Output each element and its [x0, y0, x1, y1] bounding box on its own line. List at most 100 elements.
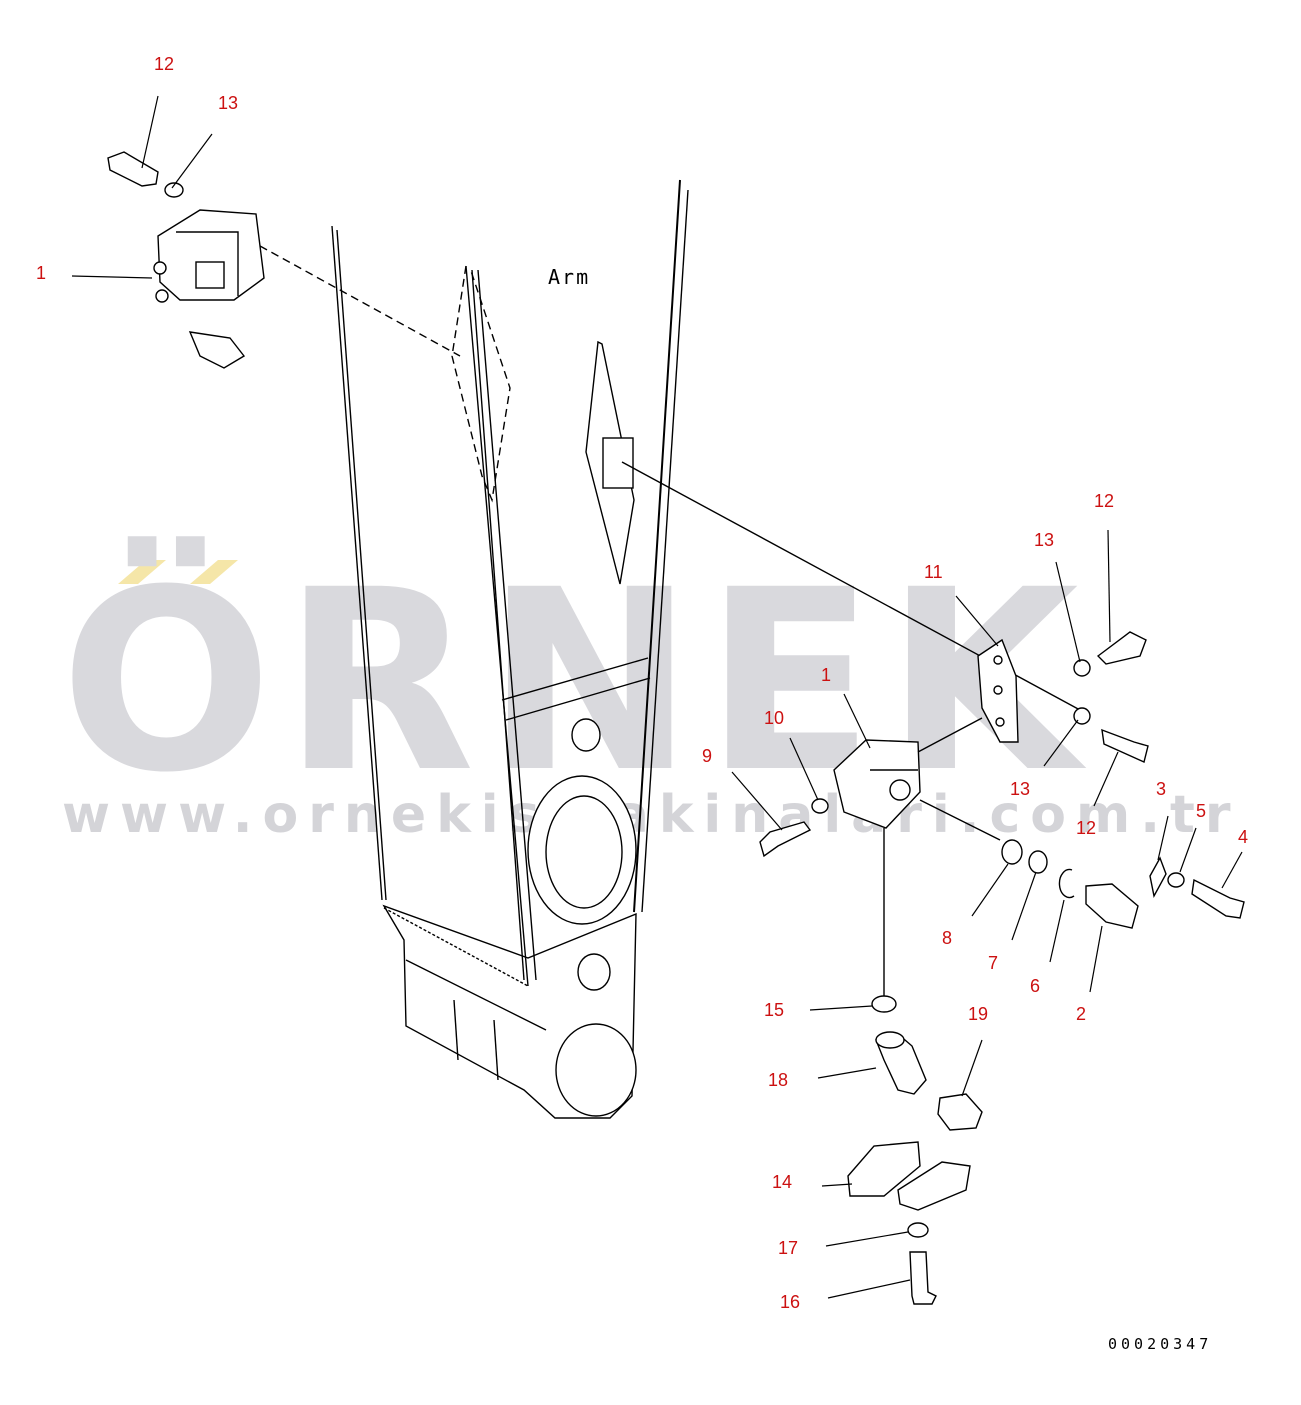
leader-14: [821, 1183, 853, 1187]
callout-13-mid: 13: [1010, 779, 1030, 799]
snap-ring-6: [1058, 868, 1075, 899]
callout-4: 4: [1238, 827, 1248, 847]
oring-8: [1001, 839, 1023, 865]
arm-label: Arm: [548, 265, 590, 289]
leader-18: [817, 1067, 877, 1079]
hidden-mount-plate: [451, 265, 511, 503]
valve-link-bracket: [917, 717, 983, 753]
umlaut-accent-left: [118, 560, 166, 584]
callout-14: 14: [772, 1172, 792, 1192]
bracket-hole-1: [993, 655, 1003, 665]
valve-port-right: [889, 779, 911, 801]
split-flange-19: [937, 1093, 983, 1131]
valve-assembly-upper: [107, 151, 461, 369]
leader-16: [827, 1279, 911, 1299]
callout-12-top: 12: [154, 54, 174, 74]
callout-17: 17: [778, 1238, 798, 1258]
callout-10: 10: [764, 708, 784, 728]
washer-17: [907, 1222, 929, 1238]
leader-6: [1049, 899, 1065, 963]
callout-18: 18: [768, 1070, 788, 1090]
callout-15: 15: [764, 1000, 784, 1020]
arm-left-edge-inner: [336, 229, 387, 901]
callout-13-right: 13: [1034, 530, 1054, 550]
leader-15: [809, 1005, 873, 1011]
arm-center-ridge-3: [471, 269, 525, 981]
bolt-9: [759, 821, 812, 858]
callout-19: 19: [968, 1004, 988, 1024]
leader-8: [971, 863, 1009, 917]
assembly-line-fittings: [919, 799, 1001, 841]
bolt-12-upper: [107, 151, 159, 187]
valve-fitting-upper-2: [155, 289, 169, 303]
arm-assembly: Arm: [331, 179, 689, 1119]
valve-connector-upper: [188, 331, 246, 369]
callout-5: 5: [1196, 801, 1206, 821]
leader-12-right: [1107, 529, 1111, 643]
valve-face-upper: [176, 231, 239, 296]
arm-left-edge: [331, 225, 383, 901]
leader-10: [789, 737, 819, 801]
split-flange-14-right: [897, 1161, 971, 1211]
leader-12-mid: [1093, 751, 1119, 807]
leader-13-mid: [1043, 719, 1079, 767]
mount-plate-right: [585, 340, 635, 585]
valve-assembly-right: [621, 461, 1245, 1305]
leader-9: [731, 771, 783, 831]
arm-serration: [383, 907, 529, 987]
leader-5: [1179, 827, 1197, 873]
arm-boss-inner: [545, 795, 623, 909]
grease-nipple-bottom: [577, 953, 611, 991]
arm-lower-plate: [382, 904, 637, 1119]
callout-12-right: 12: [1094, 491, 1114, 511]
arm-lower-line-1: [405, 959, 547, 1031]
valve-port-upper: [195, 261, 225, 289]
callout-3: 3: [1156, 779, 1166, 799]
plug-3: [1149, 856, 1167, 899]
callout-1-left: 1: [36, 263, 46, 283]
ring-7: [1028, 850, 1048, 874]
drawing-code: 00020347: [1108, 1335, 1212, 1353]
bolt-12-right-bottom: [1101, 728, 1149, 763]
arm-center-ridge-1: [465, 265, 529, 987]
arm-right-edge: [633, 179, 681, 913]
watermark-url: www.ornekismakinalari.com.tr: [62, 785, 1240, 845]
bolt-16: [909, 1251, 937, 1305]
elbow-18-flange: [875, 1031, 905, 1049]
valve-fitting-upper-1: [153, 261, 167, 275]
fitting-2: [1085, 883, 1139, 929]
callout-13-top: 13: [218, 93, 238, 113]
leader-19: [961, 1039, 983, 1097]
arm-cross-band-bottom: [505, 677, 651, 721]
callout-6: 6: [1030, 976, 1040, 996]
leader-13-right: [1055, 561, 1081, 663]
washer-13-upper: [164, 182, 184, 198]
watermark: ÖRNEK www.ornekismakinalari.com.tr: [60, 536, 1240, 845]
oring-15: [871, 995, 897, 1013]
leader-1-left: [71, 275, 153, 279]
leader-lines: [71, 95, 1243, 1299]
split-flange-14-left: [847, 1141, 921, 1197]
callouts: 12 13 1 12 13 11 1 10 9 13 12 3 5 4 8 7 …: [36, 54, 1248, 1312]
arm-right-edge-inner: [641, 189, 689, 913]
bracket-hole-3: [995, 717, 1005, 727]
callout-12-mid: 12: [1076, 818, 1096, 838]
leader-4: [1221, 851, 1243, 889]
leader-12-top: [141, 95, 159, 169]
leader-17: [825, 1231, 909, 1247]
bolt-4: [1191, 878, 1245, 919]
bracket-hole-2: [993, 685, 1003, 695]
callout-9: 9: [702, 746, 712, 766]
umlaut-accent-right: [190, 560, 238, 584]
leader-3: [1157, 815, 1169, 861]
washer-5: [1167, 872, 1185, 888]
callout-7: 7: [988, 953, 998, 973]
leader-13-top: [171, 133, 213, 189]
callout-1-mid: 1: [821, 665, 831, 685]
leader-7: [1011, 871, 1037, 941]
arm-lower-line-2: [453, 999, 459, 1061]
callout-16: 16: [780, 1292, 800, 1312]
bolt-12-right-top: [1096, 631, 1147, 665]
washer-13-right-top: [1073, 659, 1091, 677]
